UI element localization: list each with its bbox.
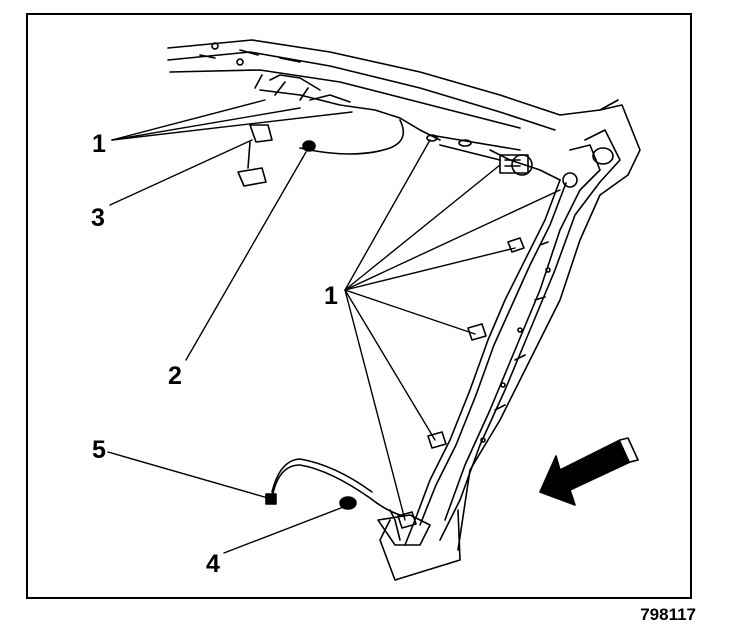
callout-4: 4 xyxy=(206,550,220,578)
figure-id: 798117 xyxy=(640,605,696,624)
connector-3 xyxy=(237,124,273,187)
bottom-harness xyxy=(265,458,401,516)
callout-1-pillar: 1 xyxy=(324,282,338,310)
leader-lines xyxy=(107,99,561,554)
harness-clips xyxy=(397,237,525,529)
front-pillar xyxy=(439,104,641,551)
pillar-harness xyxy=(389,179,567,546)
callout-3: 3 xyxy=(91,204,105,232)
roof-header-panel xyxy=(167,39,619,161)
lower-panel xyxy=(377,509,461,581)
figure-frame xyxy=(26,13,692,599)
callout-1-header: 1 xyxy=(92,130,106,158)
callout-5: 5 xyxy=(92,436,106,464)
front-arrow-icon xyxy=(539,437,639,506)
callout-2: 2 xyxy=(168,362,182,390)
roof-harness xyxy=(254,74,561,181)
connector-2 xyxy=(302,140,316,152)
